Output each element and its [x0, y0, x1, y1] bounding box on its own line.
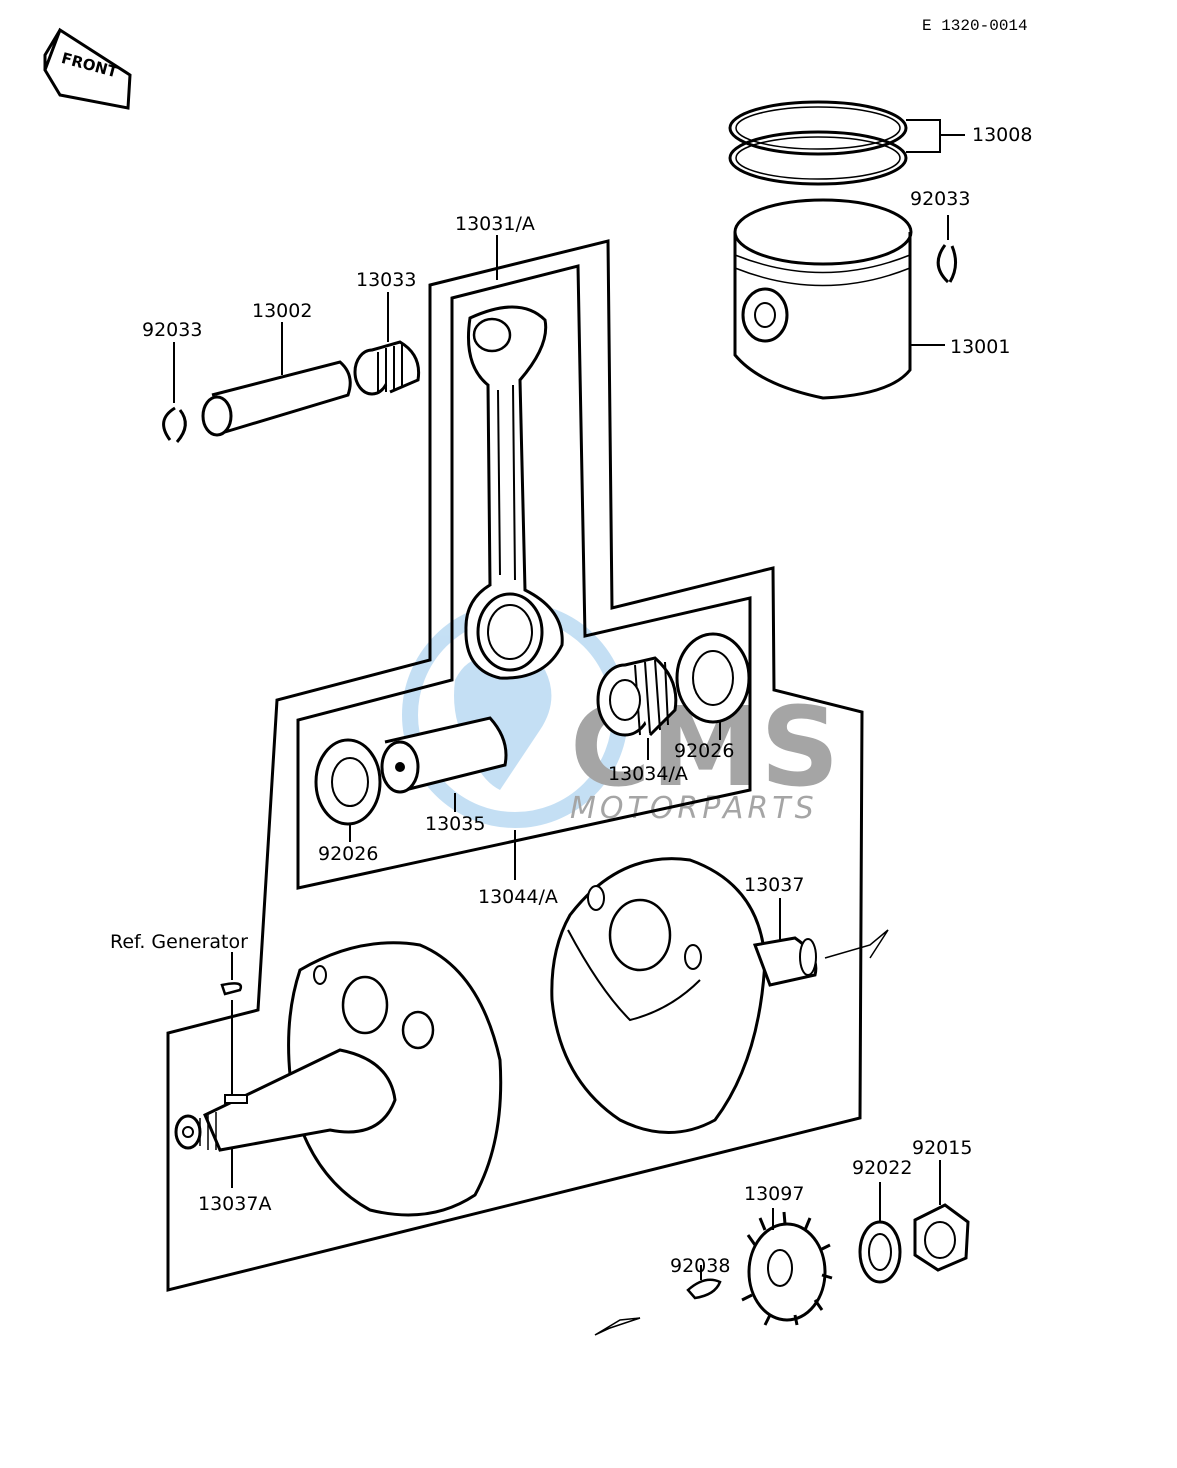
- callout-13008[interactable]: 13008: [972, 124, 1032, 146]
- callout-92026-right[interactable]: 92026: [674, 740, 734, 762]
- crankshaft-sprocket[interactable]: [741, 1211, 833, 1326]
- callout-92015[interactable]: 92015: [912, 1137, 972, 1159]
- reference-code: E 1320-0014: [922, 17, 1028, 35]
- callout-13035[interactable]: 13035: [425, 813, 485, 835]
- crankshaft-nut[interactable]: [913, 1203, 970, 1272]
- crank-pin[interactable]: [380, 716, 508, 794]
- callout-13002[interactable]: 13002: [252, 300, 312, 322]
- callout-13031A[interactable]: 13031/A: [455, 213, 535, 235]
- callout-13001[interactable]: 13001: [950, 336, 1010, 358]
- front-arrow-icon: FRONT: [43, 27, 132, 110]
- piston-pin-clip-right[interactable]: [936, 244, 957, 284]
- big-end-bearing[interactable]: [596, 656, 678, 737]
- thrust-washer-right[interactable]: [675, 632, 751, 724]
- crankshaft-right-half[interactable]: [550, 857, 818, 1134]
- callout-92033-right[interactable]: 92033: [910, 188, 970, 210]
- callout-labels: 13008 92033 13001 13031/A 13033 13002 92…: [110, 124, 1032, 1277]
- callout-13034A[interactable]: 13034/A: [608, 763, 688, 785]
- callout-13033[interactable]: 13033: [356, 269, 416, 291]
- sprocket-key[interactable]: [686, 1278, 722, 1300]
- callout-92026-left[interactable]: 92026: [318, 843, 378, 865]
- piston[interactable]: [733, 198, 913, 400]
- crankshaft-left-half[interactable]: [174, 941, 503, 1217]
- generator-woodruff-key[interactable]: [220, 982, 243, 996]
- callout-92022[interactable]: 92022: [852, 1157, 912, 1179]
- callout-92038[interactable]: 92038: [670, 1255, 730, 1277]
- crankshaft-assembly-outline: [166, 239, 864, 1292]
- small-end-bearing[interactable]: [353, 340, 421, 396]
- lock-washer[interactable]: [858, 1220, 902, 1284]
- callout-92033-left[interactable]: 92033: [142, 319, 202, 341]
- piston-pin[interactable]: [201, 360, 352, 437]
- piston-rings[interactable]: [728, 100, 908, 186]
- callout-ref-generator[interactable]: Ref. Generator: [110, 931, 248, 953]
- connecting-rod[interactable]: [464, 305, 564, 680]
- thrust-washer-left[interactable]: [314, 738, 382, 826]
- piston-pin-clip-left[interactable]: [162, 406, 187, 443]
- connecting-rod-kit-outline: [296, 264, 752, 890]
- callout-13037A[interactable]: 13037A: [198, 1193, 271, 1215]
- callout-13044A[interactable]: 13044/A: [478, 886, 558, 908]
- callout-13097[interactable]: 13097: [744, 1183, 804, 1205]
- callout-13037[interactable]: 13037: [744, 874, 804, 896]
